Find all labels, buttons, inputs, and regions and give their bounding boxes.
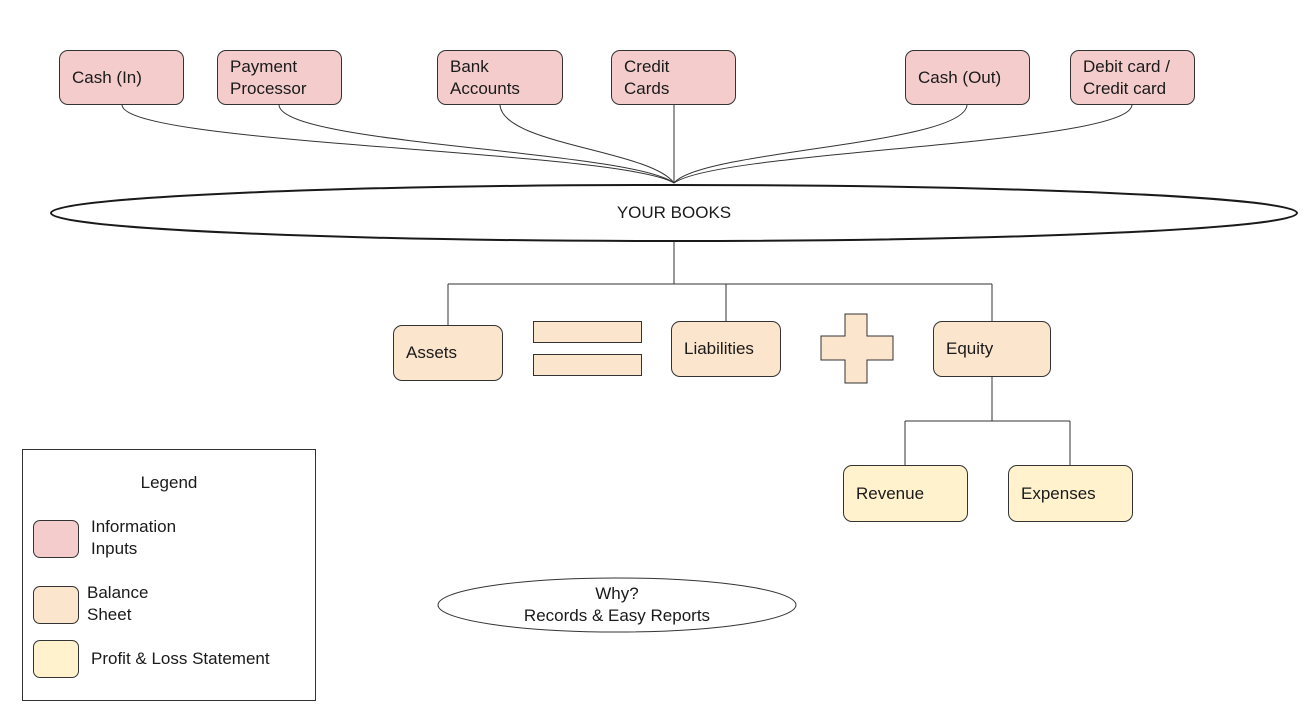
node-payment-processor: Payment Processor [217, 50, 342, 105]
node-label: Cash (Out) [918, 67, 1002, 87]
node-assets: Assets [393, 325, 503, 381]
node-cash-in: Cash (In) [59, 50, 184, 105]
node-label: Expenses [1021, 483, 1096, 503]
legend-label-inputs: Information Inputs [91, 517, 177, 558]
your-books-ellipse [50, 184, 1298, 242]
your-books-label: YOUR BOOKS [616, 203, 732, 222]
connector-cash-in [121, 104, 675, 184]
connector-equity-to-pl [904, 376, 1071, 465]
legend-swatch-balance-sheet [33, 586, 79, 624]
node-expenses: Expenses [1008, 465, 1133, 522]
node-cash-out: Cash (Out) [905, 50, 1030, 105]
node-label: Assets [406, 343, 458, 362]
node-equity: Equity [933, 321, 1051, 377]
connector-debit-credit-card [673, 104, 1133, 184]
node-liabilities: Liabilities [671, 321, 781, 377]
node-label: Revenue [856, 483, 925, 503]
why-ellipse [437, 577, 797, 633]
equals-bar-bottom [533, 354, 642, 376]
node-label: Liabilities [684, 339, 754, 358]
node-label: Credit Cards [624, 56, 670, 98]
legend-swatch-profit-loss [33, 640, 79, 678]
node-label: Payment Processor [230, 56, 307, 98]
node-bank-accounts: Bank Accounts [437, 50, 563, 105]
legend-label-balance-sheet: Balance Sheet [87, 583, 149, 624]
connector-books-to-balance [447, 241, 993, 325]
legend-label-profit-loss: Profit & Loss Statement [91, 649, 270, 668]
node-label: Bank Accounts [450, 56, 520, 98]
node-revenue: Revenue [843, 465, 968, 522]
plus-sign [820, 313, 894, 384]
why-label: Why? Records & Easy Reports [523, 584, 711, 625]
legend-swatch-inputs [33, 520, 79, 558]
node-label: Cash (In) [72, 67, 142, 87]
connector-bank-accounts [499, 104, 675, 184]
node-label: Equity [946, 339, 994, 358]
connector-cash-out [673, 104, 968, 184]
equals-bar-top [533, 321, 642, 343]
connector-payment-processor [278, 104, 675, 184]
node-debit-credit-card: Debit card / Credit card [1070, 50, 1195, 105]
node-credit-cards: Credit Cards [611, 50, 736, 105]
node-label: Debit card / Credit card [1083, 56, 1170, 98]
legend-title: Legend [140, 473, 198, 492]
legend: Legend Information Inputs Balance Sheet … [22, 449, 316, 701]
